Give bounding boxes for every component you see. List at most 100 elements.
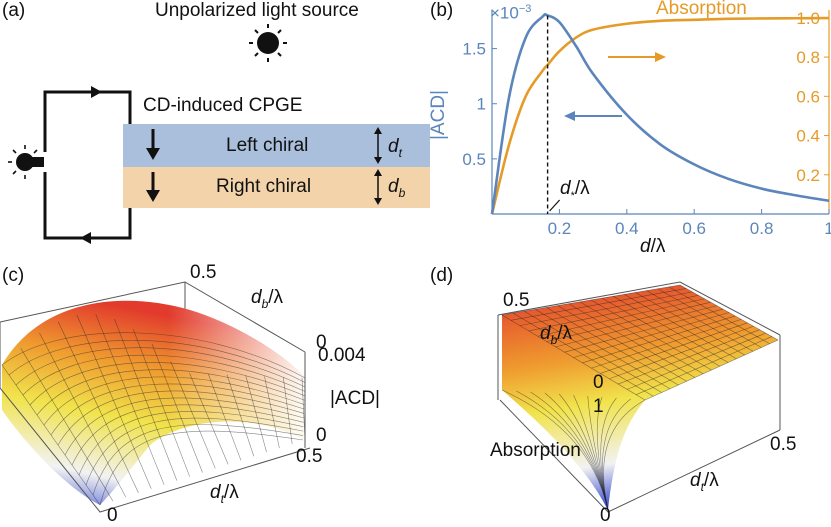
panel-a-tag: (a) [2, 0, 26, 21]
d-z-label: Absorption [490, 440, 581, 461]
x-tick-label: 0.4 [615, 219, 639, 238]
mesh-line [546, 301, 711, 342]
right-axis-label: Absorption [656, 0, 747, 19]
mesh-line [132, 329, 190, 477]
c-tick-db-max: 0.5 [190, 262, 217, 283]
right-tick-label: 0.4 [796, 127, 820, 146]
mesh-line [85, 417, 304, 486]
mesh-line [635, 336, 772, 395]
light-source-label: Unpolarized light source [155, 0, 359, 21]
mesh-line [170, 361, 216, 469]
mesh-line [644, 339, 779, 401]
mesh-line [226, 374, 255, 457]
d-tick-dt-zero: 0 [600, 505, 611, 526]
c-tick-dt-max: 0.5 [296, 446, 323, 467]
mesh-line [528, 295, 699, 332]
current-arrow-bottom [80, 232, 91, 244]
right-chiral-label: Right chiral [216, 176, 312, 197]
d-tick-z-one: 1 [593, 396, 604, 417]
mesh-line [36, 369, 305, 416]
dt-label: dt [388, 136, 402, 160]
bounding-box-d [497, 281, 781, 400]
dstar-annotation: d*/λ [560, 178, 590, 202]
mesh-line [618, 329, 760, 385]
c-tick-z-max: 0.004 [318, 345, 366, 366]
mesh-line [71, 404, 304, 466]
absorption-surface-plot [497, 281, 781, 513]
x-axis-label: d/λ [640, 236, 666, 257]
mesh-line [245, 375, 267, 453]
left-axis-label: |ACD| [428, 90, 449, 140]
x-tick-label: 0.2 [548, 219, 572, 238]
mesh-line [189, 373, 229, 465]
left-tick-label: 1 [477, 95, 486, 114]
current-arrow-top [91, 86, 102, 98]
mesh-line [600, 322, 748, 374]
left-chiral-label: Left chiral [226, 135, 309, 156]
mesh-line [151, 343, 203, 473]
mesh-line [92, 424, 304, 496]
acd-arrowhead [564, 111, 575, 121]
right-tick-label: 0.2 [796, 166, 820, 185]
d-axis-dt: dt/λ [690, 470, 719, 494]
mesh-line [39, 333, 126, 498]
sun-icon [249, 24, 287, 62]
mesh-line [20, 347, 114, 502]
mesh-line [99, 430, 304, 506]
mesh-line [76, 315, 152, 489]
x-tick-label: 0.6 [682, 219, 706, 238]
mesh-line [207, 373, 242, 461]
mesh-line [22, 354, 305, 396]
x-tick-label: 0.8 [750, 219, 774, 238]
mesh-line [29, 362, 305, 406]
down-arrow-icon [146, 129, 160, 202]
c-z-label: |ACD| [330, 388, 380, 409]
bounding-box [0, 281, 306, 353]
left-tick-label: 0.5 [462, 150, 486, 169]
right-tick-label: 0.6 [796, 87, 820, 106]
acd-surface-plot [0, 281, 311, 513]
mesh-line [264, 376, 280, 449]
x-tick-label: 1 [824, 219, 831, 238]
mesh-line [64, 397, 304, 456]
absorption-surface [502, 285, 778, 510]
c-tick-z-zero: 0 [316, 425, 327, 446]
thickness-arrows [374, 127, 382, 205]
absorption-arrowhead [655, 52, 666, 62]
mesh-line [582, 315, 736, 364]
bulb-icon [8, 145, 44, 179]
mesh-line [591, 319, 742, 369]
acd-line [490, 13, 830, 215]
mesh-line [573, 312, 730, 358]
c-tick-dt-zero: 0 [107, 505, 118, 526]
mesh-line [627, 332, 766, 390]
mesh-line [510, 288, 687, 321]
d-tick-db-max: 0.5 [503, 290, 530, 311]
mesh-line [50, 383, 305, 436]
circuit-diagram [8, 24, 430, 244]
mesh-line [537, 298, 705, 337]
cpge-label: CD-induced CPGE [143, 95, 303, 116]
d-tick-dt-max: 0.5 [770, 434, 797, 455]
mesh-line [15, 347, 305, 388]
c-axis-dt: dt/λ [210, 482, 239, 506]
peak-marker-pointer [549, 199, 561, 212]
panel-b-tag: (b) [430, 0, 454, 21]
mesh-line [57, 390, 304, 446]
mesh-line [282, 377, 293, 445]
mesh-line [519, 291, 693, 326]
mesh-line [43, 376, 305, 426]
mesh-line [555, 305, 717, 348]
panel-d-tag: (d) [430, 265, 454, 286]
mesh-line [501, 284, 681, 316]
mesh-line [603, 399, 646, 511]
d-tick-db-zero: 0 [593, 372, 604, 393]
mesh-line [1, 332, 306, 379]
c-tick-db-zero: 0 [316, 332, 327, 353]
left-tick-label: 1.5 [462, 40, 486, 59]
left-axis-multiplier: ×10−3 [490, 3, 532, 23]
d-axis-db: db/λ [540, 323, 573, 347]
panel-c-tag: (c) [2, 265, 25, 286]
right-tick-label: 0.8 [796, 48, 820, 67]
